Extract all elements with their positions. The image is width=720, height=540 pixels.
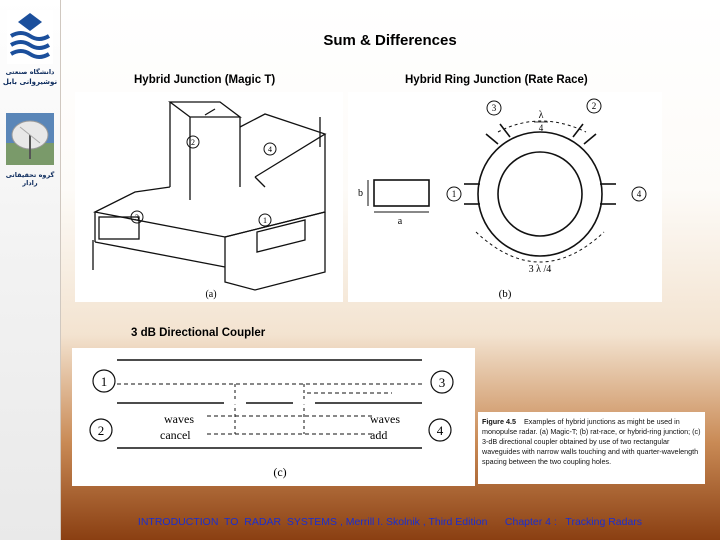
rat-race-label: (b) [499, 288, 512, 300]
coupler-waves-right: waves [370, 412, 400, 426]
magic-t-heading: Hybrid Junction (Magic T) [134, 74, 276, 86]
rat-race-heading: Hybrid Ring Junction (Rate Race) [405, 74, 588, 86]
coupler-add: add [370, 428, 387, 442]
coupler-figure: 1 2 3 4 waves cancel waves add (c) [72, 348, 475, 486]
sidebar: دانشگاه صنعتی نوشیروانی بابل گروه تحقیقا… [0, 0, 61, 540]
magic-t-label: (a) [205, 289, 216, 300]
magic-t-port-2: 2 [191, 138, 195, 147]
rat-race-drawing: 1 3 2 4 b a λ 4 3 λ /4 (b) [358, 98, 647, 300]
slide-footer: INTRODUCTION TO RADAR SYSTEMS , Merrill … [137, 516, 643, 528]
coupler-waves-left: waves [164, 412, 194, 426]
coupler-label: (c) [273, 465, 286, 479]
rat-race-port-4: 4 [637, 189, 642, 199]
research-group-name: گروه تحقیقاتی رادار [5, 171, 55, 187]
magic-t-port-4: 4 [268, 145, 272, 154]
university-name-line1: دانشگاه صنعتی [5, 68, 55, 76]
radar-dish-image [6, 113, 54, 165]
caption-text: Examples of hybrid junctions as might be… [482, 417, 701, 466]
magic-t-port-1: 1 [263, 216, 267, 225]
slide-title: Sum & Differences [323, 32, 457, 49]
rat-race-port-3: 3 [492, 103, 497, 113]
university-name-line2: نوشیروانی بابل [2, 78, 58, 86]
rat-race-port-2: 2 [592, 101, 597, 111]
coupler-port-2: 2 [98, 423, 105, 438]
coupler-drawing: 1 2 3 4 waves cancel waves add (c) [89, 359, 454, 479]
coupler-port-3: 3 [439, 375, 446, 390]
rat-race-lambda: λ [539, 110, 544, 121]
coupler-heading: 3 dB Directional Coupler [131, 327, 266, 339]
university-logo [7, 10, 53, 64]
coupler-port-4: 4 [437, 423, 444, 438]
coupler-port-1: 1 [101, 374, 108, 389]
rat-race-dim-a: a [398, 216, 403, 227]
rat-race-lambda-den: 4 [539, 123, 544, 133]
rat-race-three-quarter: 3 λ /4 [529, 264, 552, 275]
magic-t-figure: 2 4 3 1 (a) [75, 92, 343, 302]
caption-label: Figure 4.5 [482, 417, 516, 426]
rat-race-figure: 1 3 2 4 b a λ 4 3 λ /4 (b) [348, 92, 662, 302]
figure-caption: Figure 4.5 Examples of hybrid junctions … [478, 412, 705, 484]
magic-t-port-3: 3 [135, 213, 139, 222]
coupler-cancel: cancel [160, 428, 191, 442]
rat-race-port-1: 1 [452, 189, 457, 199]
rat-race-dim-b: b [358, 188, 363, 199]
magic-t-drawing: 2 4 3 1 (a) [92, 101, 327, 300]
